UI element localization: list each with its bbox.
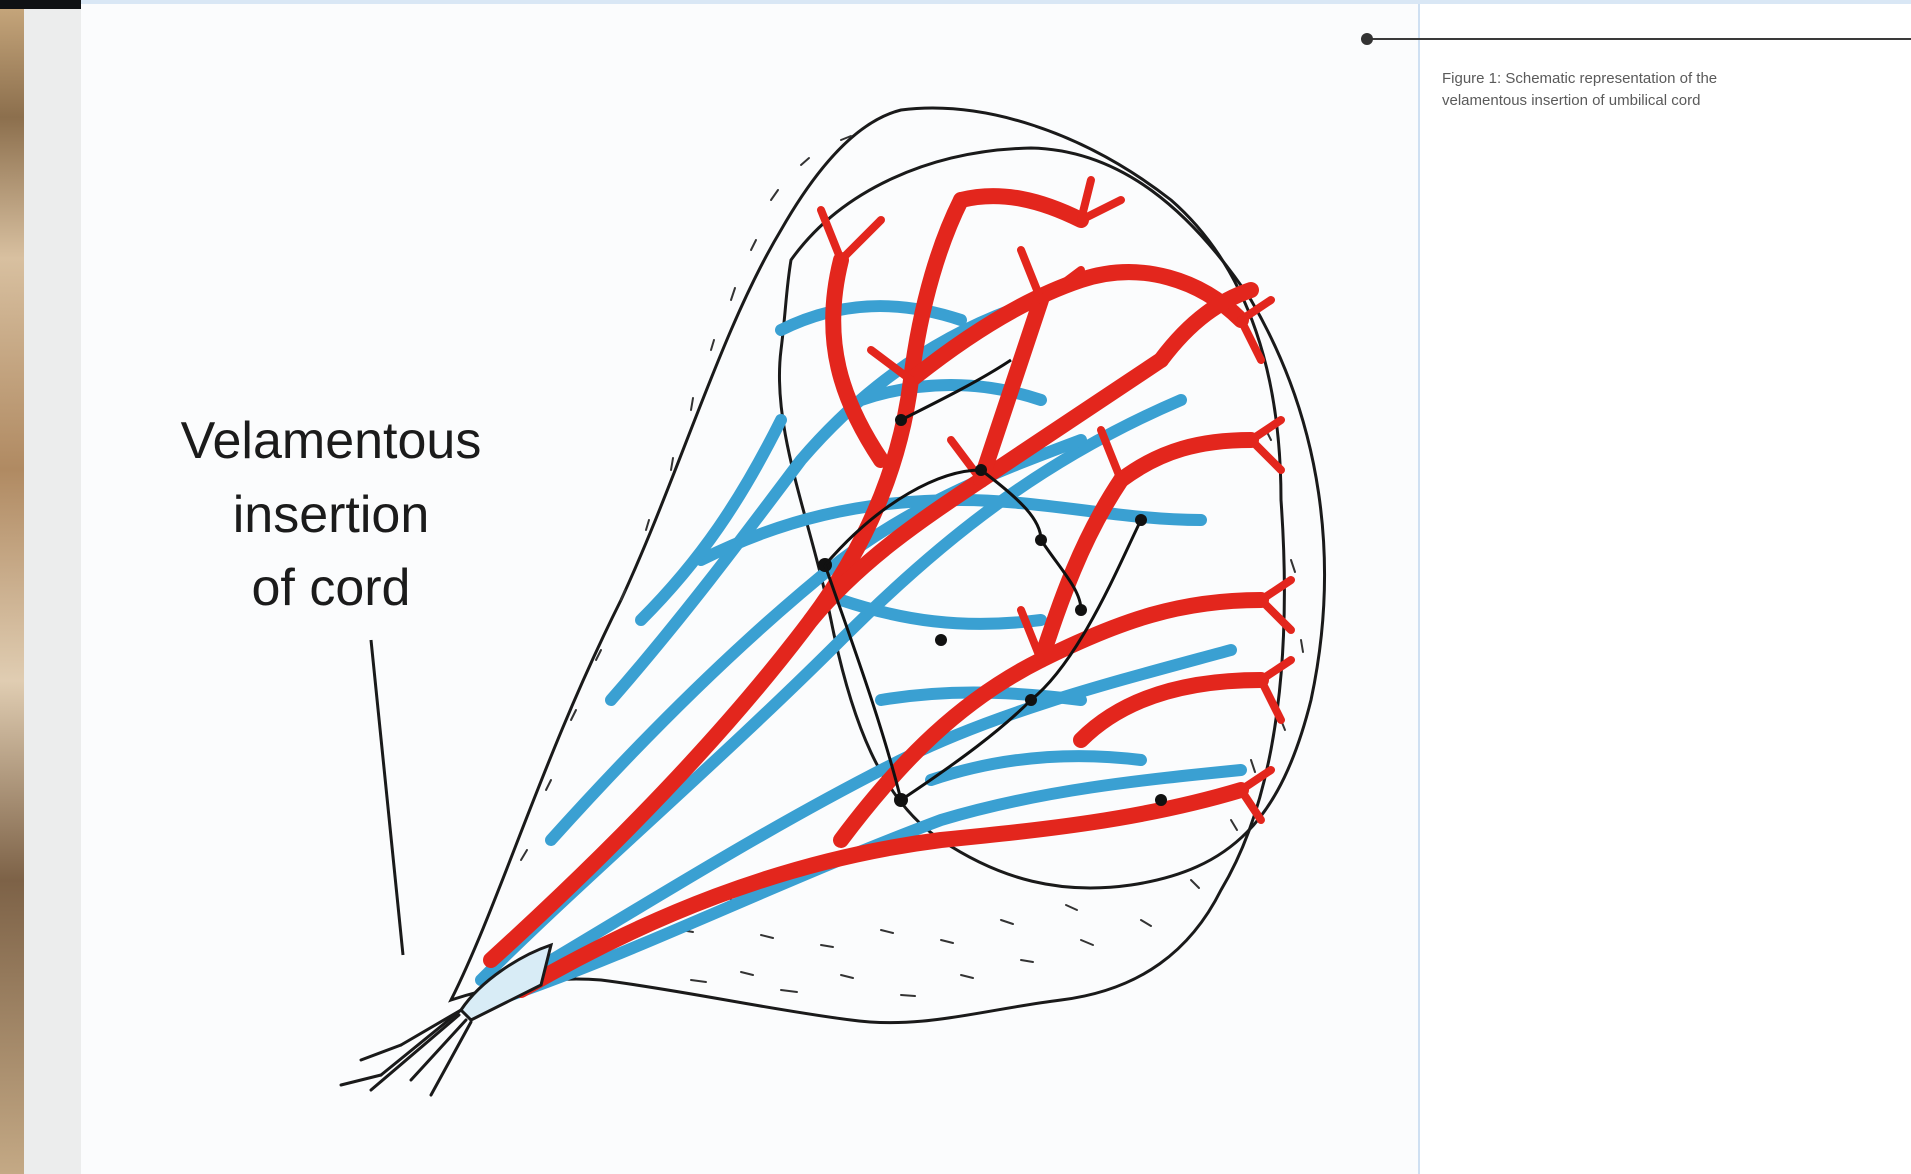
figure-caption: Figure 1: Schematic representation of th… [1442,68,1902,112]
arteries [491,196,1261,990]
caption-leader-line [1366,38,1911,40]
label-line-2: insertion [233,486,430,544]
label-pointer-line [371,640,403,955]
label-line-3: of cord [252,559,411,617]
caption-panel [1418,0,1911,1174]
page-margin [24,0,81,1174]
top-bar [0,0,81,9]
umbilical-cord [341,945,551,1095]
label-line-1: Velamentous [181,412,482,470]
placenta-diagram: Velamentous insertion of cord [81,0,1418,1174]
left-photo-strip [0,0,24,1174]
